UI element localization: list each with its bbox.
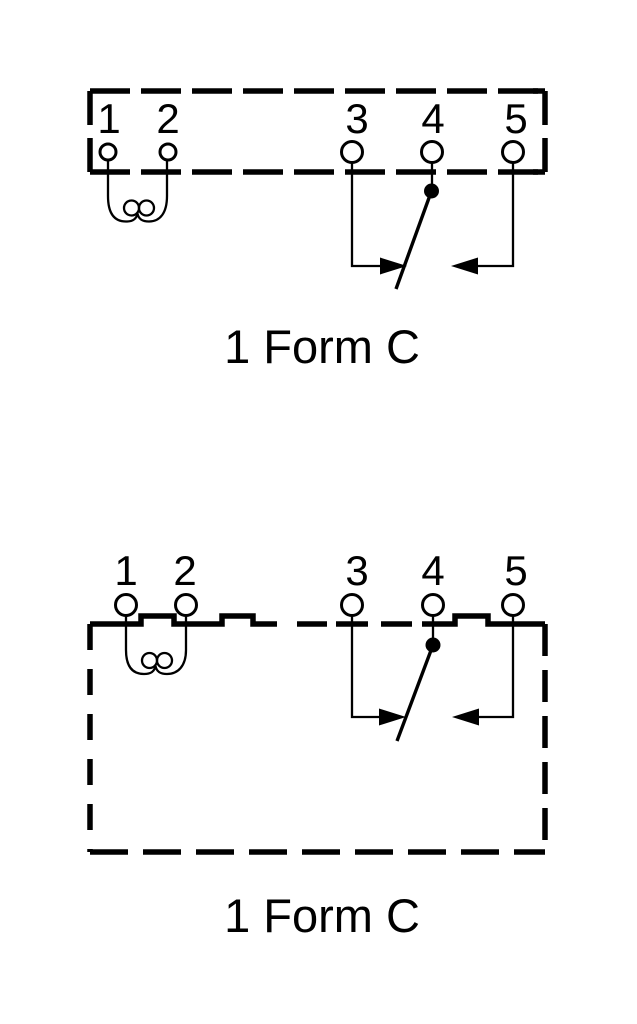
- diagram-caption: 1 Form C: [224, 320, 420, 373]
- pin-label-1: 1: [97, 95, 120, 142]
- outline-corner-caps: [533, 88, 545, 175]
- pin-terminal-4: [421, 593, 445, 617]
- pin-terminal-2: [158, 142, 178, 162]
- pin-label-5: 5: [504, 547, 527, 594]
- pin-label-1: 1: [114, 547, 137, 594]
- pin-terminal-1: [98, 142, 118, 162]
- pin-terminal-2: [174, 593, 198, 617]
- contact-wire-pin3: [350, 616, 380, 719]
- package-outline: [87, 88, 548, 175]
- contact-wire-pin5: [478, 163, 515, 268]
- pin-terminal-5: [501, 593, 525, 617]
- coil-loop-right: [137, 199, 156, 217]
- pin-labels: 1 2 3 4 5: [114, 547, 527, 594]
- pin-terminals: [114, 593, 525, 617]
- pin-terminal-4: [420, 140, 444, 164]
- contact-wire-pin5: [479, 616, 515, 719]
- pin-terminal-3: [340, 140, 364, 164]
- coil-loop-left: [122, 199, 141, 217]
- coil-loop-left: [140, 651, 159, 670]
- contact-arrow-right-icon: [379, 708, 406, 726]
- coil-loop-right: [155, 651, 174, 670]
- switch-arm: [394, 190, 434, 290]
- pin-terminal-3: [340, 593, 364, 617]
- diagram-caption: 1 Form C: [224, 889, 420, 942]
- pin-label-2: 2: [156, 95, 179, 142]
- pin-label-5: 5: [504, 95, 527, 142]
- pin-label-3: 3: [345, 547, 368, 594]
- switch-symbol: [350, 616, 515, 742]
- contact-arrow-right-icon: [380, 257, 407, 275]
- contact-wire-pin3: [350, 163, 381, 268]
- pin-label-2: 2: [173, 547, 196, 594]
- pin-terminal-5: [501, 140, 525, 164]
- coil-symbol: [106, 160, 169, 223]
- outline-top-edge: [90, 613, 545, 627]
- coil-symbol: [124, 615, 188, 676]
- relay-diagram-top: 1 2 3 4 5: [87, 88, 548, 373]
- switch-arm: [395, 644, 435, 742]
- pin-label-4: 4: [421, 95, 444, 142]
- pin-label-3: 3: [345, 95, 368, 142]
- pin-label-4: 4: [421, 547, 444, 594]
- switch-symbol: [350, 163, 515, 290]
- contact-arrow-left-icon: [452, 708, 479, 726]
- relay-diagram-bottom: 1 2 3 4 5: [87, 547, 548, 942]
- pin-terminal-1: [114, 593, 138, 617]
- contact-arrow-left-icon: [451, 257, 478, 275]
- package-outline: [87, 613, 548, 855]
- pin-labels: 1 2 3 4 5: [97, 95, 527, 142]
- pin-terminals: [98, 140, 525, 164]
